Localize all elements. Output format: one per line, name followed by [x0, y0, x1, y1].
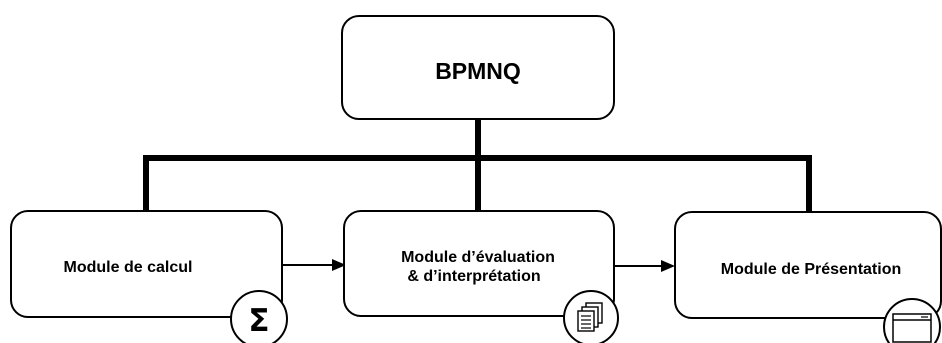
module-evaluation-label-line-1: Module d’évaluation — [401, 249, 555, 266]
module-presentation-box — [674, 211, 942, 319]
sigma-icon: Σ — [230, 290, 288, 343]
window-icon — [883, 298, 941, 343]
module-calcul-label: Module de calcul — [64, 259, 193, 276]
window-icon-frame — [892, 313, 932, 343]
root-label: BPMNQ — [435, 58, 521, 84]
module-evaluation-box — [343, 210, 615, 317]
flow-arrow-1-head — [332, 259, 346, 271]
documents-icon — [563, 290, 619, 343]
flow-arrow-2-head — [661, 260, 675, 272]
sigma-icon-circle — [230, 290, 288, 343]
module-calcul: Module de calcul Σ — [10, 210, 288, 343]
flow-arrow-1 — [283, 259, 346, 271]
module-calcul-box — [10, 210, 283, 318]
module-presentation-label: Module de Présentation — [721, 261, 901, 278]
flow-arrow-2 — [615, 260, 675, 272]
module-evaluation: Module d’évaluation & d’interprétation — [343, 210, 619, 343]
root-box — [341, 15, 615, 120]
hierarchy-connectors — [143, 119, 812, 212]
module-presentation: Module de Présentation — [674, 211, 942, 343]
module-evaluation-label-line-2: & d’interprétation — [407, 268, 540, 285]
root-node: BPMNQ — [341, 15, 615, 120]
sigma-icon-glyph: Σ — [248, 303, 269, 339]
